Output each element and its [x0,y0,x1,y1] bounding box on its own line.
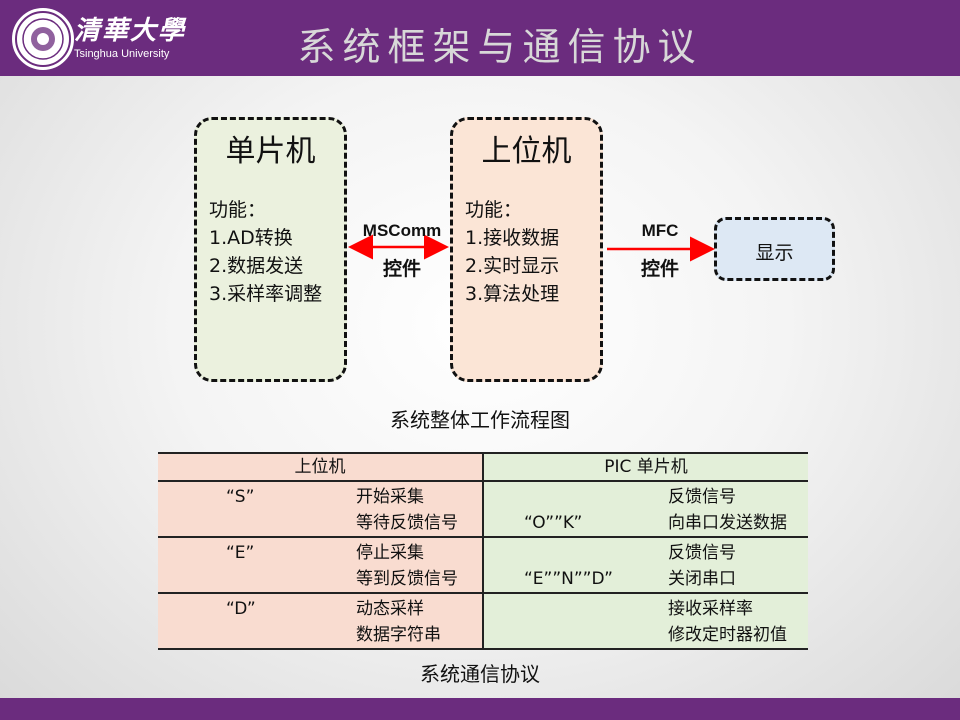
header-host: 上位机 [158,452,483,482]
table-row: “D” 动态采样 接收采样率 [158,593,809,622]
host-action-cell: 停止采集 [318,537,483,566]
pic-action-cell: 反馈信号 [648,537,809,566]
university-seal-icon [12,8,74,70]
host-action-cell: 动态采样 [318,593,483,622]
display-box-label: 显示 [755,242,794,264]
host-function-line: 3.算法处理 [465,283,560,305]
table-row: 等到反馈信号 “E””N””D” 关闭串口 [158,566,809,594]
link2-label: MFC [641,221,679,240]
mcu-function-line: 1.AD转换 [209,227,293,249]
host-function-list: 功能： 1.接收数据 2.实时显示 3.算法处理 [465,196,559,308]
mcu-function-line: 2.数据发送 [209,255,304,277]
mcu-box-title: 单片机 [225,134,316,169]
header-bar: 清華大學 Tsinghua University 系统框架与通信协议 [0,0,960,76]
mcu-function-line: 3.采样率调整 [209,283,323,305]
protocol-table-header: 上位机 PIC 单片机 [158,452,809,482]
ack-cell [482,622,648,650]
ack-cell [482,481,648,510]
host-function-line: 功能： [465,199,523,221]
pic-action-cell: 向串口发送数据 [648,510,809,538]
mcu-function-line: 功能： [209,199,267,221]
link2-sublabel: 控件 [640,258,679,280]
command-cell: “S” [158,481,318,510]
host-action-cell: 开始采集 [318,481,483,510]
pic-action-cell: 修改定时器初值 [648,622,809,650]
host-action-cell: 等待反馈信号 [318,510,483,538]
header-pic: PIC 单片机 [481,452,809,482]
pic-action-cell: 接收采样率 [648,593,809,622]
university-logo-english: Tsinghua University [74,48,170,60]
footer-bar [0,698,960,720]
ack-cell: “E””N””D” [482,566,648,594]
protocol-table: 上位机 PIC 单片机 “S” 开始采集 反馈信号 等待反馈信号 “O””K” … [158,452,809,650]
mcu-box: 单片机 功能： 1.AD转换 2.数据发送 3.采样率调整 [194,117,347,382]
university-logo-text: 清華大學 [74,16,187,46]
link1-label: MSComm [362,221,442,240]
table-caption: 系统通信协议 [420,662,540,686]
command-cell: “E” [158,537,318,566]
page-title: 系统框架与通信协议 [297,25,703,69]
table-row: 数据字符串 修改定时器初值 [158,622,809,650]
pic-action-cell: 关闭串口 [648,566,809,594]
display-box: 显示 [714,217,835,281]
ack-cell: “O””K” [482,510,648,538]
host-function-line: 2.实时显示 [465,255,560,277]
ack-cell [482,593,648,622]
mcu-function-list: 功能： 1.AD转换 2.数据发送 3.采样率调整 [209,196,322,308]
command-cell: “D” [158,593,318,622]
ack-cell [482,537,648,566]
pic-action-cell: 反馈信号 [648,481,809,510]
table-row: “E” 停止采集 反馈信号 [158,537,809,566]
host-action-cell: 等到反馈信号 [318,566,483,594]
host-box: 上位机 功能： 1.接收数据 2.实时显示 3.算法处理 [450,117,603,382]
host-function-line: 1.接收数据 [465,227,560,249]
link1-sublabel: 控件 [382,258,421,280]
host-box-title: 上位机 [481,134,572,169]
table-row: 等待反馈信号 “O””K” 向串口发送数据 [158,510,809,538]
table-row: “S” 开始采集 反馈信号 [158,481,809,510]
diagram-caption: 系统整体工作流程图 [390,408,570,432]
host-action-cell: 数据字符串 [318,622,483,650]
